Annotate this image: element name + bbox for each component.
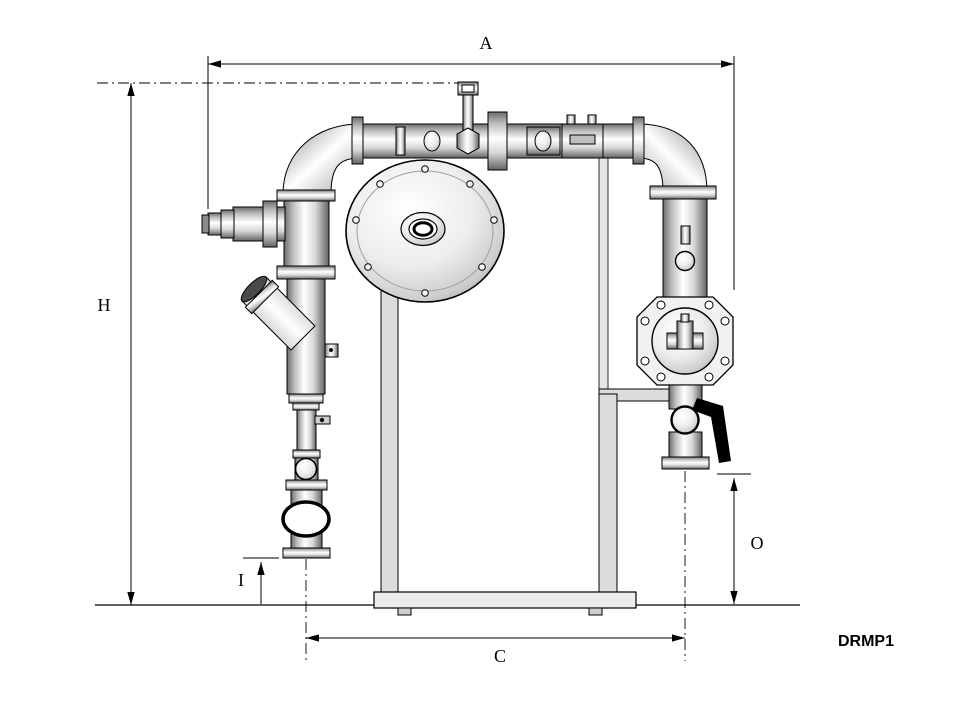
nozzle-step-1 xyxy=(220,209,235,239)
top-manifold-pipe xyxy=(282,81,708,195)
frame-upright-rod xyxy=(598,157,609,395)
top-pipe-right-flange xyxy=(632,116,645,165)
casing-bolts xyxy=(352,165,498,297)
outlet-end-flange xyxy=(661,456,710,470)
suction-line xyxy=(240,275,339,559)
right-elbow xyxy=(637,123,708,193)
base-plate xyxy=(373,591,637,609)
dimension-o-label: O xyxy=(751,533,764,553)
union-flange xyxy=(292,449,321,459)
coupling-slot xyxy=(569,134,596,145)
nozzle-cap xyxy=(201,214,210,234)
y-branch-mouth xyxy=(240,275,268,303)
reducer-flange-2 xyxy=(292,402,320,411)
ball-valve-handle xyxy=(692,398,731,463)
support-frame xyxy=(373,157,670,616)
cross-bottom-flange xyxy=(276,265,336,280)
valve-plug-top xyxy=(680,313,690,323)
petcock-dot xyxy=(319,417,325,423)
dimension-a-label: A xyxy=(480,33,493,53)
ball-valve-ball xyxy=(670,405,700,435)
base-foot-left xyxy=(397,607,412,616)
discharge-stud xyxy=(680,225,691,245)
lower-flange xyxy=(285,479,328,491)
lower-pipe-1 xyxy=(296,409,317,451)
outlet-pipe-2 xyxy=(668,431,703,458)
hub-ring xyxy=(412,221,434,237)
pipe-port xyxy=(423,130,441,152)
stem-eye-slot xyxy=(461,84,475,93)
y-branch-collar xyxy=(244,279,280,315)
left-elbow xyxy=(282,123,361,195)
discharge-top-flange xyxy=(649,185,717,200)
base-foot-right xyxy=(588,607,603,616)
discharge-line xyxy=(636,185,734,470)
nozzle-step-2 xyxy=(207,212,222,236)
discharge-port xyxy=(674,250,696,272)
end-flange xyxy=(282,547,331,559)
sight-oval xyxy=(281,500,331,538)
gauge-port xyxy=(534,130,552,152)
cross-top-flange xyxy=(276,189,336,202)
cross-body xyxy=(283,200,330,268)
valve-stem xyxy=(462,91,474,131)
center-flange xyxy=(487,111,508,171)
dimension-lines xyxy=(127,56,751,661)
model-code-label: DRMP1 xyxy=(838,633,894,650)
dimension-i-label: I xyxy=(238,570,244,590)
branch-flange xyxy=(262,200,278,248)
valve-flange-bolts xyxy=(640,300,730,382)
drain-dot xyxy=(329,348,333,352)
hex-nut xyxy=(456,127,480,155)
dimension-h-label: H xyxy=(98,295,111,315)
valve-plug xyxy=(676,320,694,350)
pipe-stud xyxy=(395,126,406,156)
pump-casing xyxy=(345,159,505,303)
reducer-flange-1 xyxy=(288,393,324,404)
dimension-c-label: C xyxy=(494,646,506,666)
top-pipe-left-flange xyxy=(351,116,364,165)
frame-left-leg xyxy=(380,267,399,596)
left-inlet-assembly xyxy=(201,189,336,280)
check-ball xyxy=(294,457,318,481)
frame-right-leg xyxy=(598,393,618,596)
